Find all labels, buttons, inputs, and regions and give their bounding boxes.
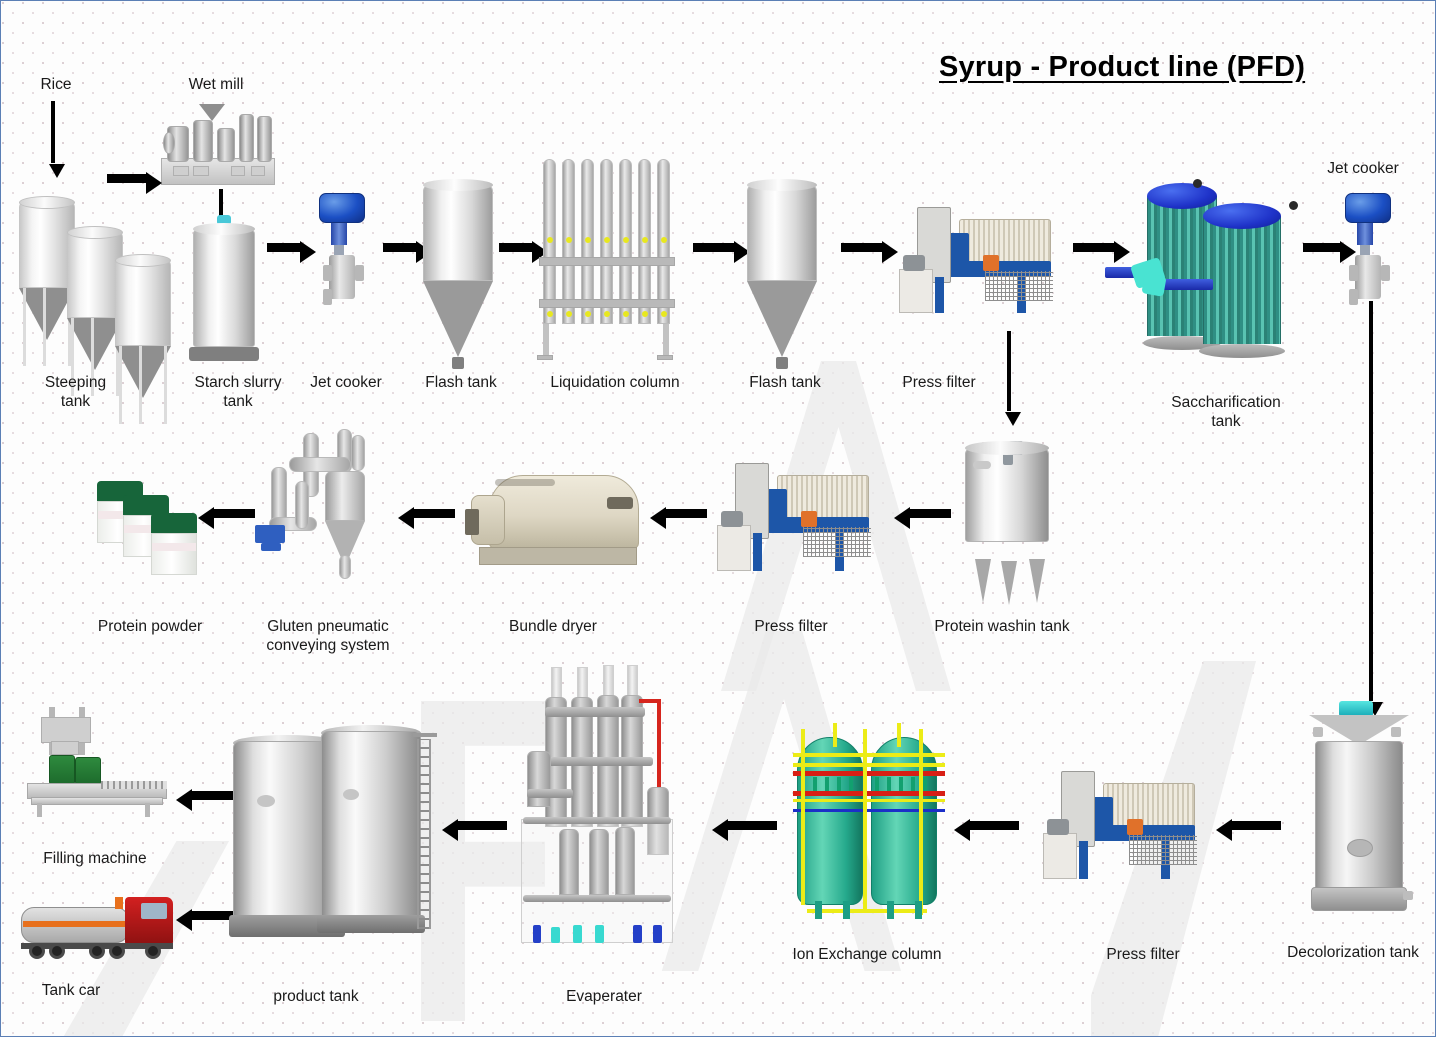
page-title: Syrup - Product line (PFD) bbox=[939, 51, 1306, 83]
label-press-filter-3: Press filter bbox=[1106, 946, 1180, 963]
label-press-filter-1: Press filter bbox=[902, 374, 976, 391]
arrow-producttank-to-filling bbox=[176, 789, 233, 811]
equipment-decolorization-tank bbox=[1299, 701, 1419, 931]
label-steeping-tank: Steeping tank bbox=[44, 374, 107, 410]
label-protein-powder: Protein powder bbox=[97, 618, 203, 635]
equipment-evaporator bbox=[515, 663, 685, 953]
arrow-liqcol-to-flashtank2 bbox=[693, 241, 750, 263]
label-bundle-dryer: Bundle dryer bbox=[509, 618, 597, 635]
arrow-slurry-to-jetcooker bbox=[267, 241, 316, 263]
label-saccharification-tank: Saccharification tank bbox=[1171, 394, 1281, 430]
label-starch-slurry-tank: Starch slurry tank bbox=[194, 374, 282, 410]
arrow-to-wet-mill bbox=[107, 172, 162, 194]
label-jet-cooker-1: Jet cooker bbox=[310, 374, 382, 391]
equipment-steeping-tank bbox=[19, 196, 179, 424]
equipment-jet-cooker-2 bbox=[1333, 193, 1405, 308]
label-filling-machine: Filling machine bbox=[43, 850, 147, 867]
equipment-press-filter-1 bbox=[899, 199, 1059, 319]
label-protein-washing-tank: Protein washin tank bbox=[934, 618, 1070, 635]
equipment-liquidation-column bbox=[537, 159, 679, 360]
arrow-rice-to-steeping bbox=[49, 101, 65, 178]
label-decolorization-tank: Decolorization tank bbox=[1287, 944, 1419, 961]
arrow-dryer-to-conveying bbox=[398, 507, 455, 529]
arrow-producttank-to-tankcar bbox=[176, 909, 233, 931]
label-rice: Rice bbox=[40, 76, 72, 93]
label-wet-mill: Wet mill bbox=[188, 76, 244, 93]
equipment-protein-washing-tank bbox=[957, 441, 1057, 605]
equipment-starch-slurry-tank bbox=[189, 215, 259, 361]
label-tank-car: Tank car bbox=[41, 982, 101, 999]
equipment-press-filter-2 bbox=[717, 453, 877, 581]
equipment-protein-powder bbox=[97, 481, 207, 581]
label-evaporator: Evaperater bbox=[566, 988, 642, 1005]
equipment-product-tank bbox=[217, 719, 447, 949]
equipment-jet-cooker-1 bbox=[307, 193, 379, 308]
arrow-jetcooker2-to-decolorization bbox=[1367, 301, 1383, 716]
label-ion-exchange-column: Ion Exchange column bbox=[792, 946, 942, 963]
arrow-pressfilter3-to-ionexchange bbox=[954, 819, 1019, 841]
arrow-saccharification-to-jetcooker2 bbox=[1303, 241, 1356, 263]
label-liquidation-column: Liquidation column bbox=[550, 374, 680, 391]
arrow-flashtank1-to-liqcol bbox=[499, 241, 548, 263]
equipment-flash-tank-1 bbox=[423, 179, 493, 369]
equipment-flash-tank-2 bbox=[747, 179, 817, 369]
arrow-pressfilter2-to-dryer bbox=[650, 507, 707, 529]
label-product-tank: product tank bbox=[273, 988, 359, 1005]
label-flash-tank-2: Flash tank bbox=[749, 374, 821, 391]
equipment-gluten-pneumatic-conveying-system bbox=[249, 429, 389, 589]
arrow-proteinwash-to-pressfilter2 bbox=[894, 507, 951, 529]
arrow-jetcooker-to-flashtank1 bbox=[383, 241, 432, 263]
equipment-wet-mill bbox=[159, 104, 277, 186]
arrow-decolorization-to-pressfilter3 bbox=[1216, 819, 1281, 841]
label-jet-cooker-2: Jet cooker bbox=[1327, 160, 1399, 177]
equipment-bundle-dryer bbox=[459, 465, 649, 575]
label-flash-tank-1: Flash tank bbox=[425, 374, 497, 391]
equipment-tank-car bbox=[15, 891, 185, 971]
arrow-conveying-to-powder bbox=[198, 507, 255, 529]
arrow-pressfilter1-to-proteinwash bbox=[1005, 331, 1021, 426]
arrow-ionexchange-to-evaporator bbox=[712, 819, 777, 841]
label-gluten-pneumatic-conveying-system: Gluten pneumatic conveying system bbox=[266, 618, 390, 654]
arrow-pressfilter1-to-saccharification bbox=[1073, 241, 1130, 263]
equipment-ion-exchange-column bbox=[787, 723, 957, 923]
arrow-evaporator-to-producttank bbox=[442, 819, 507, 841]
equipment-press-filter-3 bbox=[1043, 761, 1203, 889]
equipment-filling-machine bbox=[21, 707, 177, 817]
label-press-filter-2: Press filter bbox=[754, 618, 828, 635]
arrow-flashtank2-to-pressfilter1 bbox=[841, 241, 898, 263]
equipment-saccharification-tank bbox=[1105, 179, 1307, 369]
